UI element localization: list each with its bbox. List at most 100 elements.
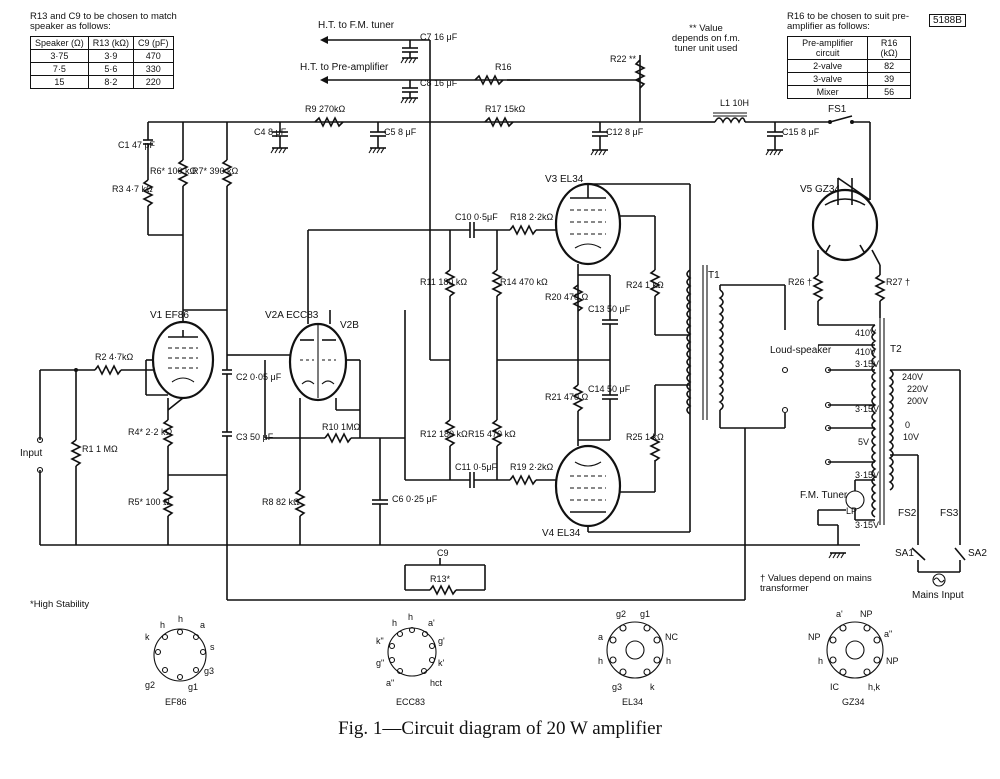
- pin-label: NP: [886, 656, 899, 666]
- label-r17: R17 15kΩ: [485, 104, 526, 114]
- t2-tap: 410V: [855, 328, 876, 338]
- transformer-note: † Values depend on mains transformer: [760, 573, 872, 594]
- label-r15: R15 470 kΩ: [468, 429, 516, 439]
- label-r25: R25 1 kΩ: [626, 432, 664, 442]
- label-c7: C7 16 μF: [420, 32, 458, 42]
- table-right-header: Pre-amplifier circuit: [786, 36, 869, 60]
- label-c12: C12 8 μF: [606, 127, 644, 137]
- pin-label: k': [438, 658, 445, 668]
- label-r11: R11 180 kΩ: [420, 277, 467, 287]
- pin-label: a: [598, 632, 603, 642]
- label-r19: R19 2·2kΩ: [510, 462, 554, 472]
- pin-label: g': [438, 636, 445, 646]
- label-sa1: SA1: [895, 548, 914, 559]
- label-r12: R12 180 kΩ: [420, 429, 468, 439]
- t2-tap: 3·15V: [855, 359, 879, 369]
- pin-label: a": [386, 678, 394, 688]
- label-fm-tuner: F.M. Tuner: [800, 490, 848, 501]
- label-loudspeaker: Loud-speaker: [770, 345, 832, 356]
- label-r18: R18 2·2kΩ: [510, 212, 554, 222]
- base-name-gz34: GZ34: [842, 697, 865, 707]
- label-c10: C10 0·5μF: [455, 212, 498, 222]
- label-r8: R8 82 kΩ: [262, 497, 300, 507]
- pin-label: a: [200, 620, 205, 630]
- base-ef86: [153, 628, 207, 682]
- label-lp: LP: [846, 506, 857, 516]
- t2-tap: 3·15V: [855, 470, 879, 480]
- pin-label: a': [428, 618, 435, 628]
- pin-label: s: [210, 642, 215, 652]
- pin-label: a': [836, 609, 843, 619]
- high-stability-note: *High Stability: [30, 599, 90, 610]
- t2-tap: 3·15V: [855, 520, 879, 530]
- figure-caption: Fig. 1—Circuit diagram of 20 W amplifier: [338, 718, 662, 739]
- label-r27: R27 †: [886, 277, 910, 287]
- label-fs1: FS1: [828, 104, 847, 115]
- label-c2: C2 0·05 μF: [236, 372, 282, 382]
- label-r10: R10 1MΩ: [322, 422, 361, 432]
- pin-label: h: [598, 656, 603, 666]
- pin-label: h: [666, 656, 671, 666]
- t2-tap: 240V: [902, 372, 923, 382]
- valve-v4: [554, 444, 622, 528]
- label-c13: C13 50 μF: [588, 304, 631, 314]
- t2-tap: 200V: [907, 396, 928, 406]
- table-cell: 220: [132, 75, 174, 89]
- label-r24: R24 1 kΩ: [626, 280, 664, 290]
- t2-tap: 3·15V: [855, 404, 879, 414]
- base-name-ecc83: ECC83: [396, 697, 425, 707]
- label-r7: R7* 390 kΩ: [192, 166, 239, 176]
- label-r14: R14 470 kΩ: [500, 277, 548, 287]
- label-ht-preamp: H.T. to Pre-amplifier: [300, 62, 389, 73]
- table-cell: Mixer: [786, 85, 869, 99]
- base-name-ef86: EF86: [165, 697, 187, 707]
- table-cell: 56: [867, 85, 911, 99]
- base-name-el34: EL34: [622, 697, 643, 707]
- t2-tap: 10V: [903, 432, 919, 442]
- pin-label: NP: [808, 632, 821, 642]
- pin-label: h: [178, 614, 183, 624]
- table-cell: 15: [30, 75, 89, 89]
- label-fs3: FS3: [940, 508, 959, 519]
- pin-label: k: [650, 682, 655, 692]
- label-c8: C8 16 μF: [420, 78, 458, 88]
- pin-label: a": [884, 629, 892, 639]
- label-r20: R20 470 Ω: [545, 292, 589, 302]
- label-fs2: FS2: [898, 508, 917, 519]
- pin-label: g": [376, 658, 384, 668]
- label-r26: R26 †: [788, 277, 812, 287]
- label-input: Input: [20, 448, 42, 459]
- pin-label: h: [818, 656, 823, 666]
- label-r16: R16: [495, 62, 512, 72]
- label-v3: V3 EL34: [545, 174, 584, 185]
- label-v4: V4 EL34: [542, 528, 581, 539]
- label-l1: L1 10H: [720, 98, 749, 108]
- pin-label: h,k: [868, 682, 881, 692]
- pin-label: IC: [830, 682, 840, 692]
- base-ecc83: [387, 626, 437, 677]
- t2-tap: 5V: [858, 437, 869, 447]
- label-v2a: V2A ECC83: [265, 310, 319, 321]
- label-c15: C15 8 μF: [782, 127, 820, 137]
- label-r1: R1 1 MΩ: [82, 444, 118, 454]
- label-c4: C4 8 μF: [254, 127, 287, 137]
- table-right-header: R16 (kΩ): [867, 36, 911, 60]
- label-r21: R21 470 Ω: [545, 392, 589, 402]
- pin-label: NC: [665, 632, 678, 642]
- label-r2: R2 4·7kΩ: [95, 352, 134, 362]
- pin-label: h: [160, 620, 165, 630]
- pin-label: g3: [204, 666, 214, 676]
- pin-label: g1: [640, 609, 650, 619]
- pin-label: h: [408, 612, 413, 622]
- label-r22: R22 **: [610, 54, 637, 64]
- pin-label: NP: [860, 609, 873, 619]
- base-el34: [606, 621, 664, 679]
- pin-label: g2: [616, 609, 626, 619]
- pin-label: h: [392, 618, 397, 628]
- pin-label: g2: [145, 680, 155, 690]
- pin-label: k: [145, 632, 150, 642]
- label-c11: C11 0·5μF: [455, 462, 498, 472]
- table-right-title: R16 to be chosen to suit pre-amplifier a…: [787, 11, 909, 32]
